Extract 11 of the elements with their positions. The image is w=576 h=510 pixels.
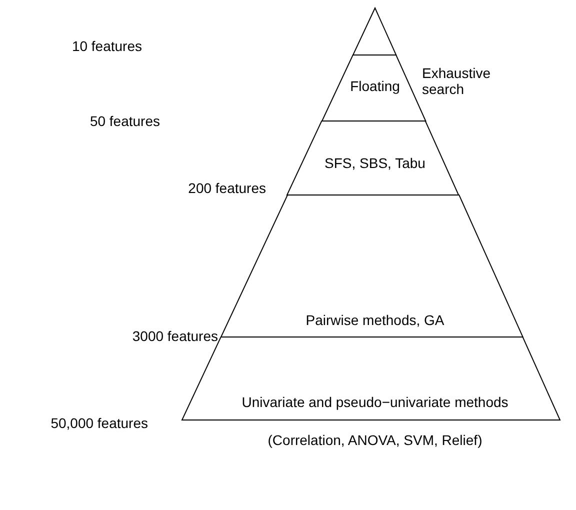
method-label: Exhaustive search: [422, 65, 492, 97]
tier-label: SFS, SBS, Tabu: [324, 155, 426, 171]
tier-label: Floating: [350, 78, 400, 94]
feature-count-label: 50 features: [90, 113, 160, 129]
feature-count-label: 10 features: [72, 38, 142, 54]
tier-caption: (Correlation, ANOVA, SVM, Relief): [268, 432, 482, 448]
feature-count-label: 3000 features: [132, 328, 218, 344]
feature-count-label: 200 features: [188, 180, 266, 196]
tier-label: Univariate and pseudo−univariate methods: [242, 394, 508, 410]
feature-count-label: 50,000 features: [50, 415, 148, 431]
tier-label: Pairwise methods, GA: [306, 312, 444, 328]
